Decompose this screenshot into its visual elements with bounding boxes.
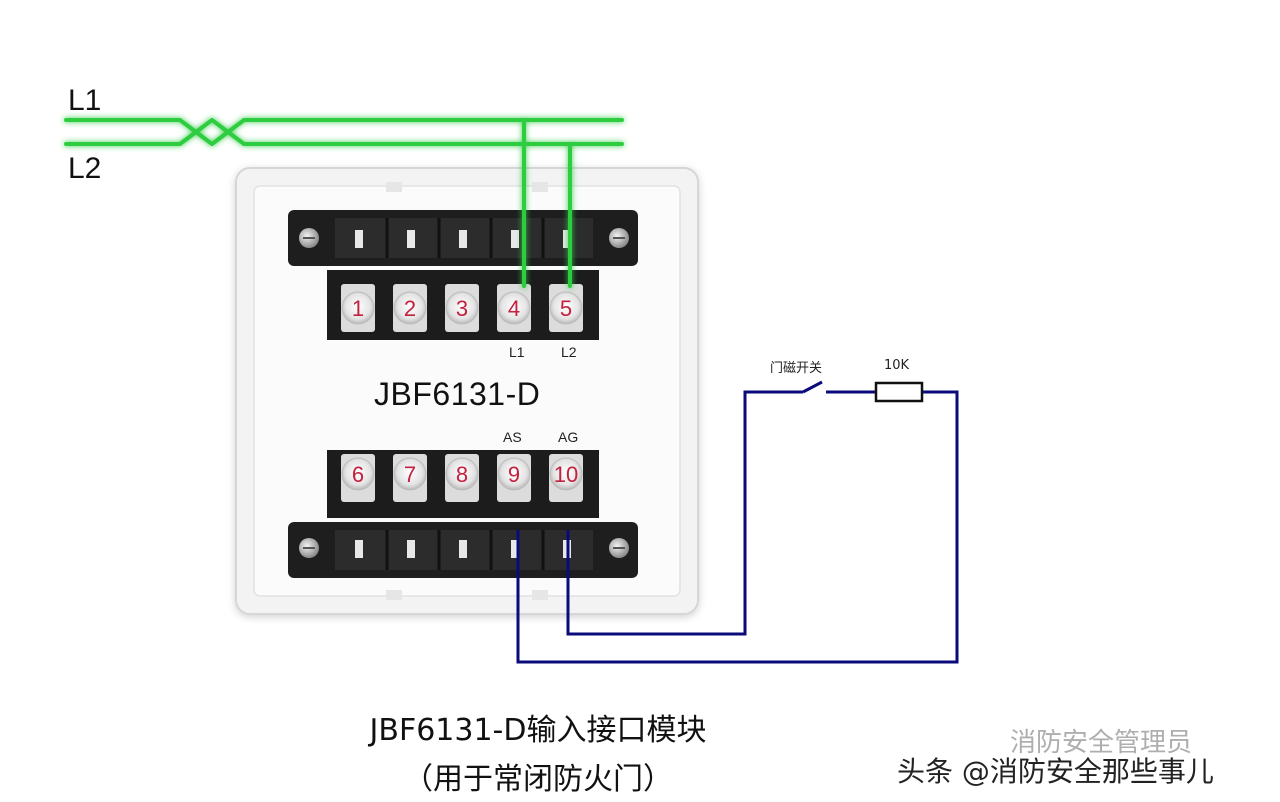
terminal-5-label: L2: [561, 344, 577, 360]
terminal-number: 3: [456, 296, 468, 321]
source-watermark: 头条 @消防安全那些事儿: [897, 755, 1214, 788]
top-terminal-bar: [288, 210, 638, 266]
terminal-number: 4: [508, 296, 520, 321]
terminal-number: 9: [508, 462, 520, 487]
ag-wire: [566, 390, 803, 636]
caption-title: JBF6131-D输入接口模块: [369, 713, 707, 748]
terminal-9-label: AS: [503, 429, 522, 445]
terminal-number: 10: [554, 462, 578, 487]
terminal-number: 1: [352, 296, 364, 321]
terminal-number: 2: [404, 296, 416, 321]
terminal-4-label: L1: [509, 344, 525, 360]
terminal-number: 5: [560, 296, 572, 321]
terminal-9: 9: [497, 454, 531, 502]
l2-bus-wire: [64, 118, 624, 146]
top-terminal-strip: 1 2 3 4 5: [327, 270, 599, 340]
module-model-label: JBF6131-D: [374, 376, 541, 412]
resistor-icon: [874, 381, 924, 403]
l2-line-label: L2: [68, 152, 102, 185]
bottom-terminal-strip: 6 7 8 9 10: [327, 450, 599, 518]
as-wire: [516, 390, 959, 664]
input-circuit: [516, 380, 959, 664]
terminal-5: 5: [549, 284, 583, 332]
bus-wires: [64, 118, 624, 288]
terminal-8: 8: [445, 454, 479, 502]
terminal-7: 7: [393, 454, 427, 502]
l1-line-label: L1: [68, 84, 102, 117]
bottom-terminal-bar: [288, 522, 638, 578]
terminal-number: 7: [404, 462, 416, 487]
terminal-2: 2: [393, 284, 427, 332]
resistor-label: 10K: [884, 358, 910, 373]
terminal-1: 1: [341, 284, 375, 332]
terminal-number: 8: [456, 462, 468, 487]
top-bar-right-bolt-icon: [609, 228, 629, 248]
caption-subtitle: （用于常闭防火门）: [403, 762, 673, 797]
terminal-6: 6: [341, 454, 375, 502]
door-switch-label: 门磁开关: [770, 361, 823, 376]
bottom-bar-left-bolt-icon: [299, 538, 319, 558]
terminal-10-label: AG: [558, 429, 579, 445]
terminal-number: 6: [352, 462, 364, 487]
terminal-4: 4: [497, 284, 531, 332]
l1-bus-wire: [64, 118, 624, 146]
faint-watermark: 消防安全管理员: [1010, 728, 1193, 758]
terminal-3: 3: [445, 284, 479, 332]
door-switch-icon: [802, 380, 823, 394]
terminal-10: 10: [549, 454, 583, 502]
top-bar-left-bolt-icon: [299, 228, 319, 248]
bottom-bar-right-bolt-icon: [609, 538, 629, 558]
